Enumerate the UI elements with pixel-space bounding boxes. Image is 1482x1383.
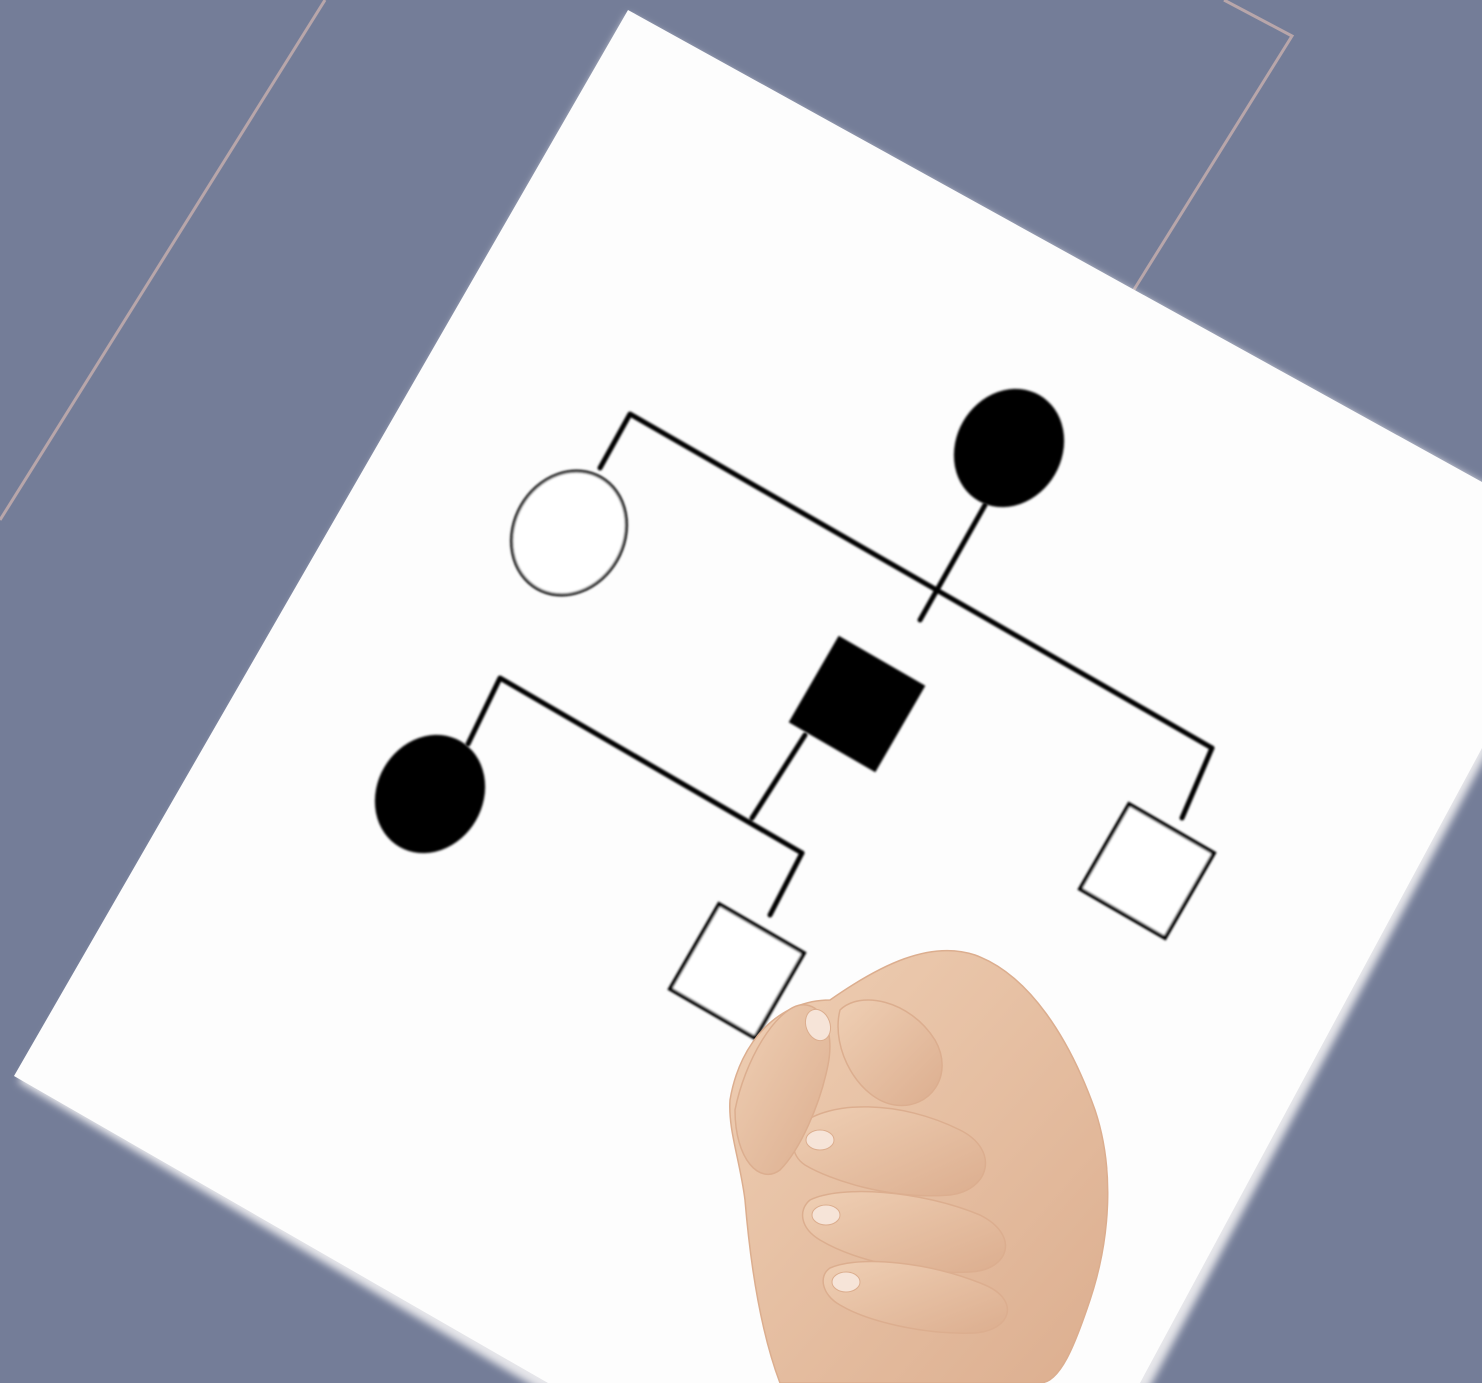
hand-nail <box>812 1205 840 1225</box>
hand-nail <box>806 1130 834 1150</box>
hand-nail <box>832 1272 860 1292</box>
